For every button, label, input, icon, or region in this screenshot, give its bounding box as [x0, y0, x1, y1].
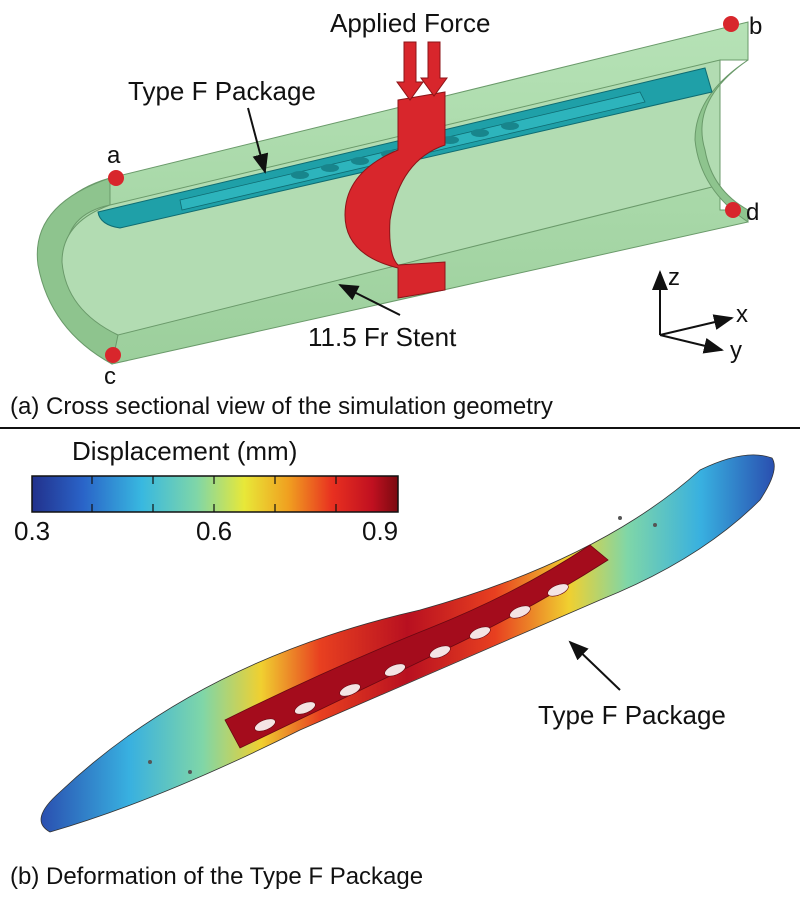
package-label-a: Type F Package: [128, 76, 316, 106]
colorbar-max-label: 0.9: [362, 516, 398, 546]
deformed-package: [40, 454, 775, 833]
stent-leader-arrow: [338, 284, 401, 316]
force-arrows: [396, 41, 448, 101]
stent-label: 11.5 Fr Stent: [308, 322, 457, 352]
colorbar: [31, 475, 399, 513]
point-b: [723, 16, 739, 32]
coordinate-axes: [652, 270, 734, 354]
package-label-b: Type F Package: [538, 700, 726, 730]
panel-a-geometry: [36, 16, 749, 365]
point-a-label: a: [107, 142, 121, 169]
colorbar-mid-label: 0.6: [196, 516, 232, 546]
point-a: [108, 170, 124, 186]
deformed-package-holes: [254, 583, 569, 732]
caption-a: (a) Cross sectional view of the simulati…: [10, 393, 553, 420]
point-d-label: d: [746, 199, 759, 226]
force-band: [344, 91, 446, 299]
colorbar-min-label: 0.3: [14, 516, 50, 546]
axis-z-label: z: [668, 264, 680, 291]
colorbar-title: Displacement (mm): [72, 436, 297, 466]
point-b-label: b: [749, 13, 762, 40]
package-leader-arrow: [247, 107, 269, 174]
package-leader-arrow-b: [568, 640, 621, 691]
axis-x-label: x: [736, 301, 748, 328]
applied-force-label: Applied Force: [330, 8, 490, 38]
point-c: [105, 347, 121, 363]
deformed-package-recess: [224, 544, 609, 749]
stent-right-cut: [694, 59, 749, 223]
deformed-package-small-dots: [148, 516, 657, 774]
colorbar-ticks: [91, 476, 337, 512]
point-c-label: c: [104, 363, 116, 390]
caption-b: (b) Deformation of the Type F Package: [10, 863, 423, 890]
axis-y-label: y: [730, 337, 742, 364]
reference-points: [105, 16, 741, 363]
point-d: [725, 202, 741, 218]
